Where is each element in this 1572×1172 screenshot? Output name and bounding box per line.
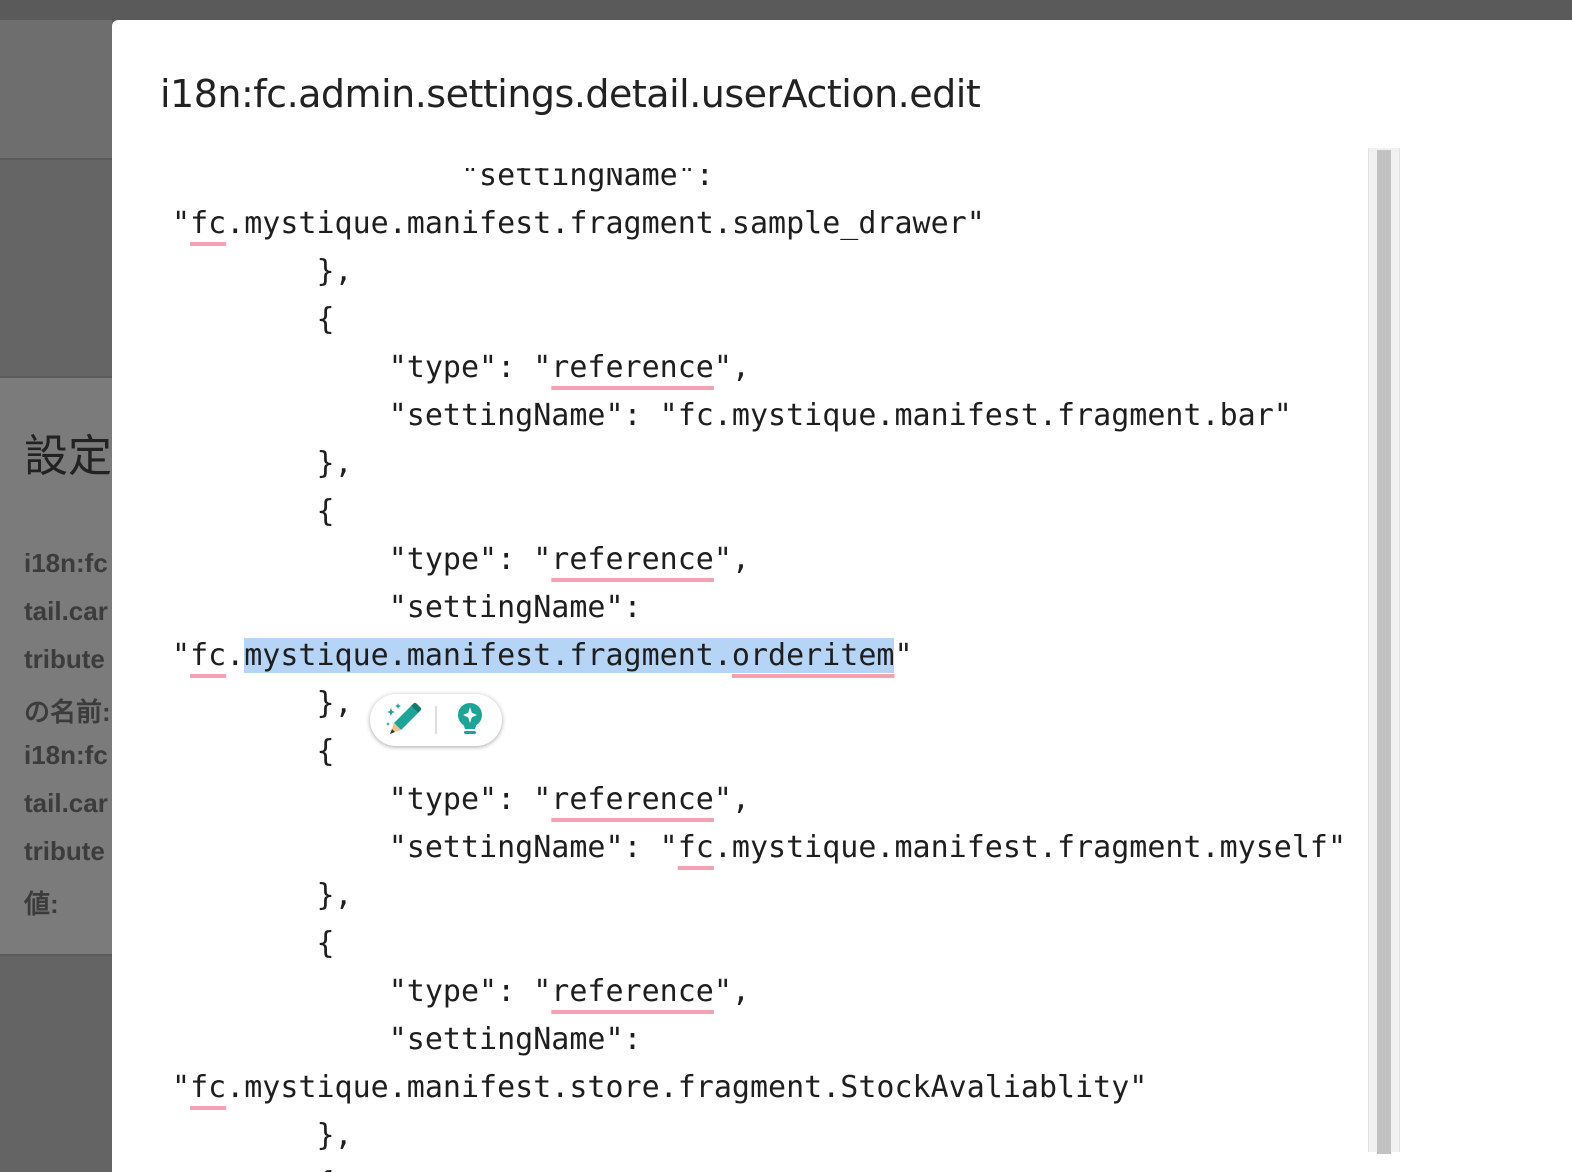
editor-scrollbar[interactable]: [1368, 148, 1400, 1154]
code-text: ",: [713, 350, 750, 385]
spellcheck-word: reference: [551, 542, 714, 577]
background-header: [0, 20, 112, 158]
spellcheck-word: fc: [190, 206, 227, 241]
code-line[interactable]: },: [172, 440, 353, 488]
spellcheck-word: fc: [190, 1070, 227, 1105]
background-page-title: 設定: [24, 431, 112, 482]
code-line[interactable]: "settingName":: [172, 1016, 642, 1064]
background-card: [0, 378, 112, 954]
background-footer: [0, 956, 112, 1172]
code-text: "settingName":: [172, 168, 714, 193]
code-text: {: [172, 494, 335, 529]
code-text: {: [172, 302, 335, 337]
lightbulb-icon[interactable]: [450, 700, 490, 740]
background-detail-line: の名前:: [24, 697, 111, 727]
background-detail-line: tail.car: [24, 788, 108, 818]
code-text: ": [172, 1070, 191, 1105]
code-line[interactable]: "fc.mystique.manifest.fragment.orderitem…: [172, 632, 913, 680]
code-text: "type": ": [172, 542, 552, 577]
code-text: ",: [713, 782, 750, 817]
code-line[interactable]: "type": "reference",: [172, 968, 750, 1016]
spellcheck-word: fc: [190, 638, 227, 673]
code-text: "type": ": [172, 350, 552, 385]
spellcheck-word: reference: [551, 782, 714, 817]
edit-dialog: i18n:fc.admin.settings.detail.userAction…: [112, 20, 1572, 1172]
page-overlay-top: [0, 0, 1572, 20]
selected-text: mystique.manifest.fragment.: [244, 638, 732, 673]
background-detail-line: tribute: [24, 836, 105, 866]
toolbar-divider: [435, 706, 437, 734]
code-line[interactable]: "type": "reference",: [172, 344, 750, 392]
code-text: ": [172, 206, 191, 241]
code-text: .mystique.manifest.store.fragment.StockA…: [226, 1070, 1148, 1105]
selected-text: orderitem: [731, 638, 895, 673]
code-line[interactable]: "settingName": "fc.mystique.manifest.fra…: [172, 392, 1292, 440]
code-text: {: [172, 734, 335, 769]
scrollbar-thumb[interactable]: [1377, 150, 1391, 1154]
background-detail-line: tribute: [24, 644, 105, 674]
code-line[interactable]: "fc.mystique.manifest.fragment.sample_dr…: [172, 200, 985, 248]
code-text: {: [172, 1166, 334, 1172]
background-detail-line: i18n:fc: [24, 548, 108, 578]
code-text: "settingName": ": [172, 830, 678, 865]
code-line[interactable]: },: [172, 680, 353, 728]
code-line[interactable]: "settingName": "fc.mystique.manifest.fra…: [172, 824, 1346, 872]
code-text: ": [894, 638, 913, 673]
spellcheck-word: reference: [551, 350, 714, 385]
code-text: "type": ": [172, 974, 552, 1009]
selection-mini-toolbar: [370, 694, 502, 746]
code-text: "type": ": [172, 782, 552, 817]
code-line[interactable]: "settingName":: [172, 584, 642, 632]
code-text: ": [172, 638, 191, 673]
background-detail-line: tail.car: [24, 596, 108, 626]
sparkle-pencil-icon[interactable]: [384, 700, 424, 740]
code-line[interactable]: },: [172, 1112, 353, 1160]
spellcheck-word: fc: [677, 830, 714, 865]
dialog-title: i18n:fc.admin.settings.detail.userAction…: [160, 72, 981, 116]
code-line[interactable]: {: [172, 728, 335, 776]
code-text: "settingName": "fc.mystique.manifest.fra…: [172, 398, 1292, 433]
background-detail-line: i18n:fc: [24, 740, 108, 770]
code-line[interactable]: {: [172, 920, 335, 968]
code-text: },: [172, 878, 353, 913]
spellcheck-word: reference: [551, 974, 714, 1009]
code-line[interactable]: "settingName":: [172, 168, 714, 200]
code-text: },: [172, 686, 353, 721]
background-section: [0, 160, 112, 376]
code-text: ",: [713, 542, 750, 577]
code-line[interactable]: {: [172, 296, 335, 344]
code-line[interactable]: "type": "reference",: [172, 536, 750, 584]
code-text: .mystique.manifest.fragment.sample_drawe…: [226, 206, 985, 241]
code-line[interactable]: {: [172, 488, 335, 536]
code-text: ",: [713, 974, 750, 1009]
code-line[interactable]: },: [172, 872, 353, 920]
code-text: "settingName":: [172, 590, 642, 625]
code-text: "settingName":: [172, 1022, 642, 1057]
code-text: .mystique.manifest.fragment.myself": [713, 830, 1347, 865]
code-line[interactable]: "fc.mystique.manifest.store.fragment.Sto…: [172, 1064, 1147, 1112]
code-text: },: [172, 1118, 353, 1153]
code-editor[interactable]: "settingName":"fc.mystique.manifest.frag…: [172, 168, 1484, 1172]
background-detail-line: 値:: [24, 889, 59, 919]
code-text: },: [172, 446, 353, 481]
code-line[interactable]: },: [172, 248, 353, 296]
code-text: .: [226, 638, 245, 673]
code-text: {: [172, 926, 335, 961]
code-line[interactable]: {: [172, 1160, 334, 1172]
code-text: },: [172, 254, 353, 289]
code-line[interactable]: "type": "reference",: [172, 776, 750, 824]
